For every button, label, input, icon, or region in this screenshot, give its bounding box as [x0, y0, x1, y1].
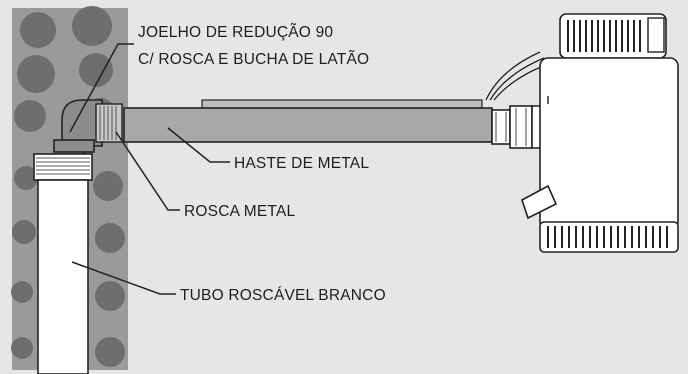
- leader-white-pipe: [71, 261, 176, 295]
- label-elbow-line1: JOELHO DE REDUÇÃO 90: [138, 24, 333, 41]
- leader-metal-thread: [115, 131, 180, 211]
- label-elbow-line2: C/ ROSCA E BUCHA DE LATÃO: [138, 51, 369, 68]
- label-metal-rod: HASTE DE METAL: [234, 155, 369, 172]
- bilge-pump: [521, 13, 679, 253]
- leader-metal-rod: [167, 127, 230, 163]
- reduction-elbow: [53, 99, 103, 159]
- metal-rod: [123, 99, 493, 143]
- leader-elbow: [69, 43, 134, 133]
- label-white-pipe: TUBO ROSCÁVEL BRANCO: [180, 287, 386, 304]
- leader-lines: [69, 43, 230, 295]
- label-metal-thread: ROSCA METAL: [184, 203, 295, 220]
- white-threaded-pipe: [33, 153, 93, 374]
